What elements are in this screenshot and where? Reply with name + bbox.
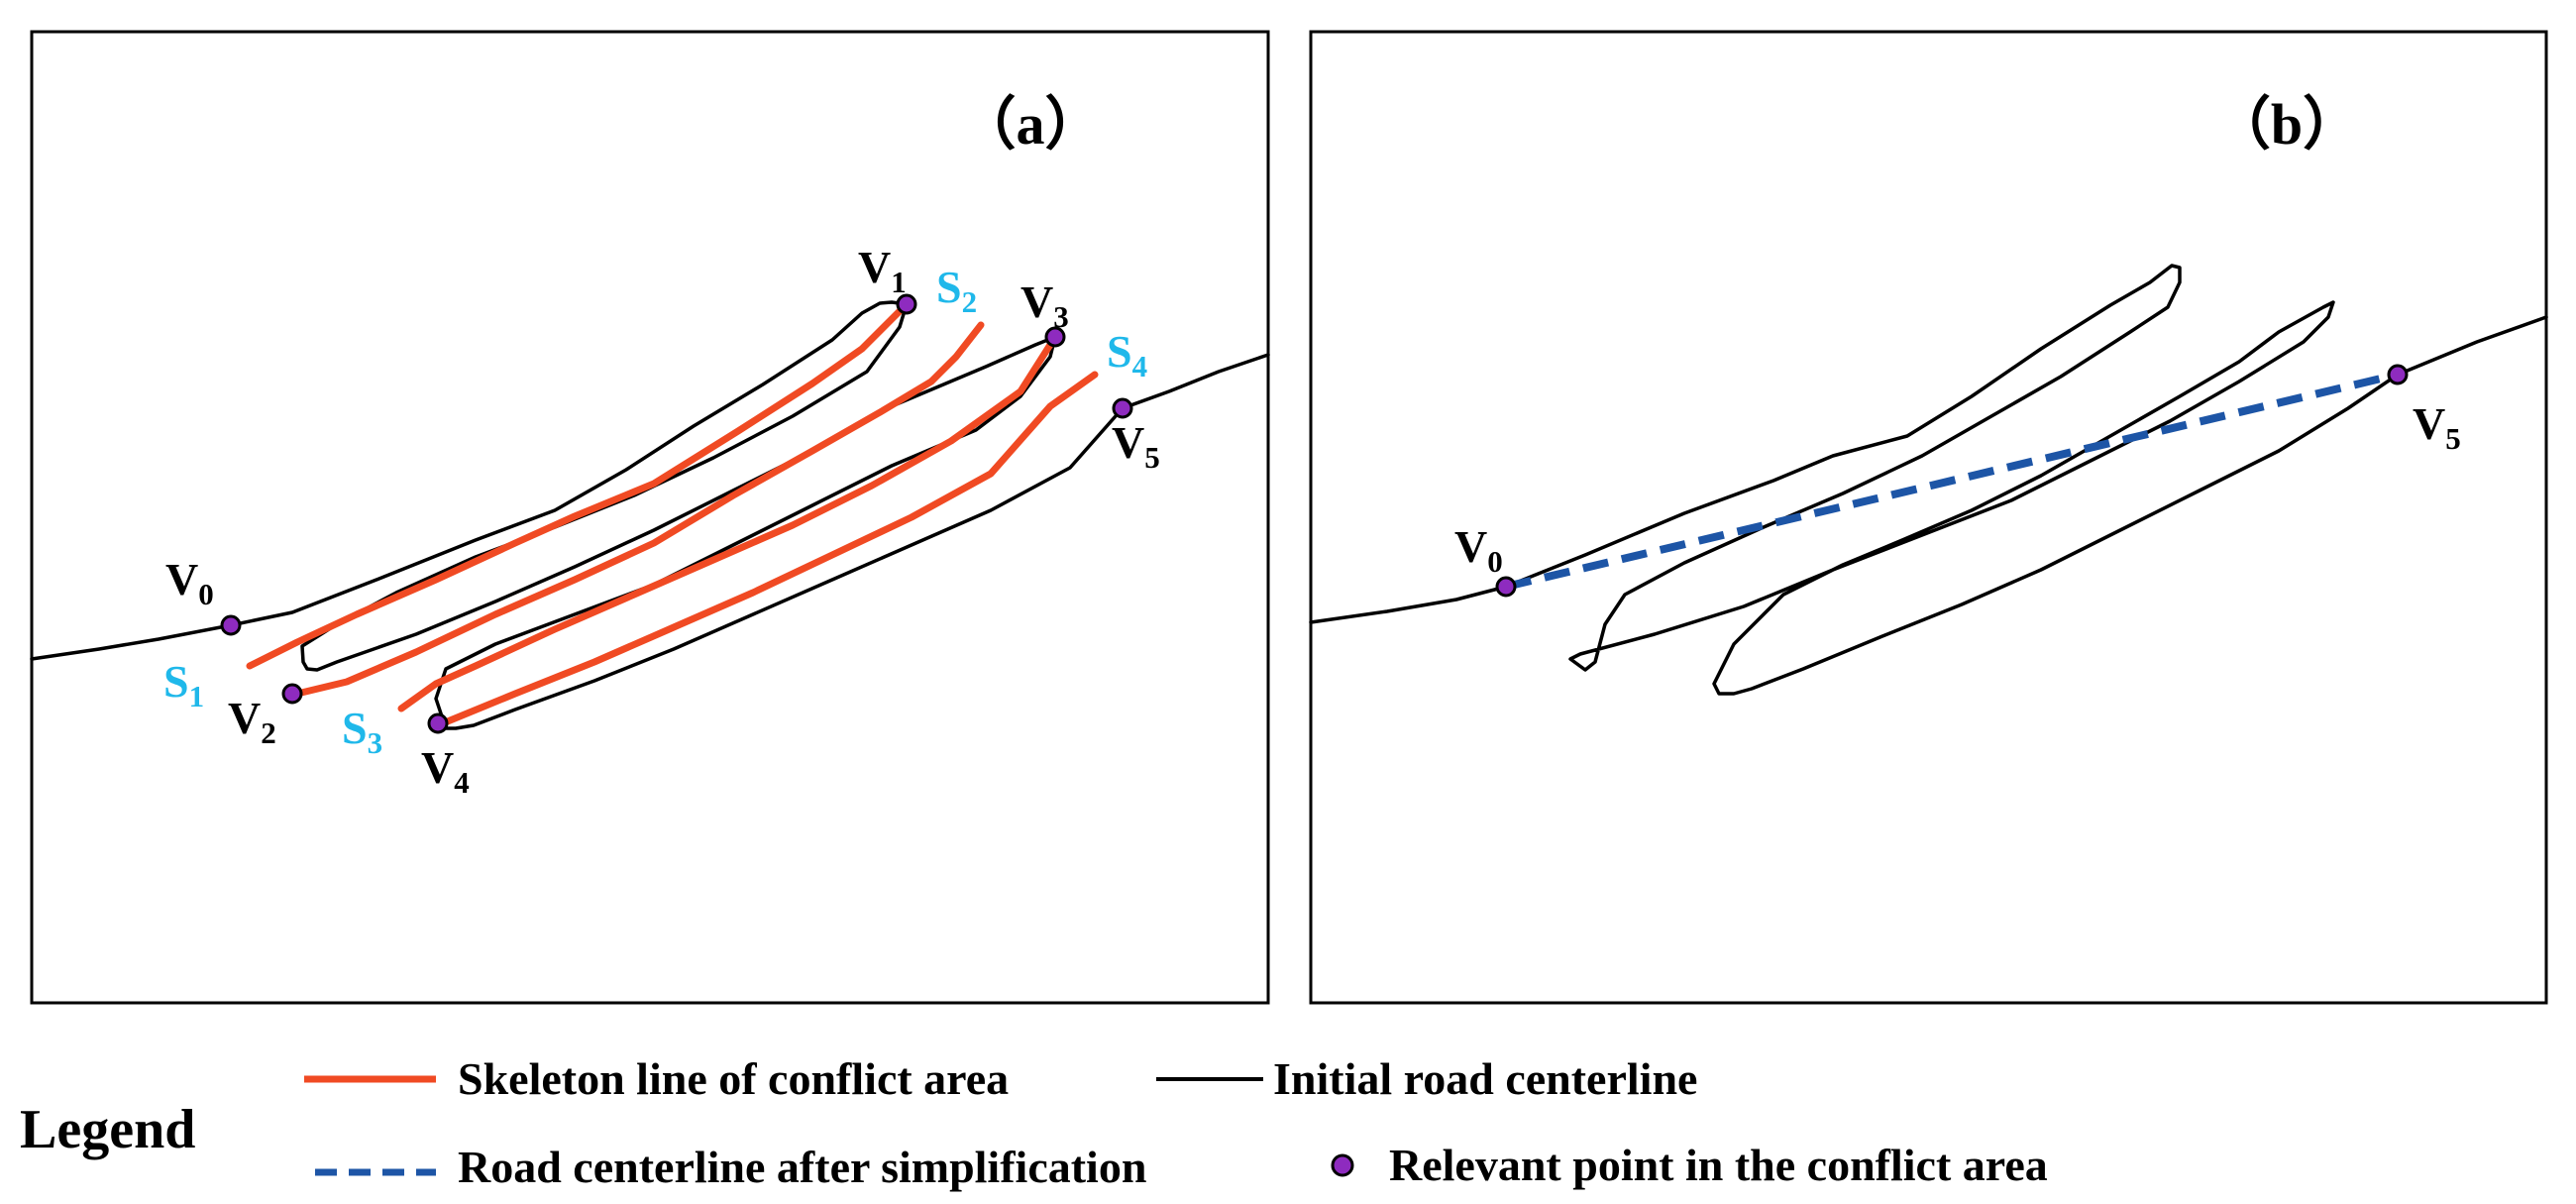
label-v2: V2 [228,693,276,750]
point-v1 [896,293,917,315]
skeleton-line-s3 [397,333,1059,712]
label-v4: V4 [421,742,470,800]
legend-skeleton-label: Skeleton line of conflict area [458,1053,1009,1104]
relevant-points-a [220,293,1133,734]
legend-initial-label: Initial road centerline [1273,1053,1697,1104]
initial-road-centerline-b [1309,264,2548,696]
legend-point-label: Relevant point in the conflict area [1389,1140,2048,1190]
legend-title: Legend [20,1099,195,1160]
point-v4 [427,712,449,734]
skeleton-line-s1 [246,300,911,670]
skeleton-line-s4 [434,371,1099,729]
panel-a: （a） V0 V1 V2 V3 V4 V5 S1 S2 S3 S4 [30,30,1270,1005]
point-v5-a [1112,397,1133,419]
label-v0-a: V0 [165,554,214,611]
legend-point-swatch [1331,1153,1354,1177]
skeleton-line-s2 [293,321,985,698]
simplified-road-centerline [1505,371,2399,591]
label-v3: V3 [1020,276,1069,334]
label-s1: S1 [163,656,204,713]
panel-b-title: （b） [2213,92,2360,157]
label-s4: S4 [1107,326,1147,383]
panel-b: （b） V0 V5 [1309,30,2548,1005]
initial-road-centerline-a [30,300,1270,730]
legend: Legend Skeleton line of conflict area In… [20,1053,2048,1192]
label-v1: V1 [858,242,907,299]
panel-a-title: （a） [958,92,1102,157]
label-v5-b: V5 [2413,398,2461,456]
point-v3 [1044,326,1066,348]
panel-b-frame [1309,30,2548,1005]
point-v0-b [1495,576,1517,598]
point-v0-a [220,614,242,636]
legend-simplified-label: Road centerline after simplification [458,1142,1146,1192]
label-s3: S3 [342,703,382,760]
label-v0-b: V0 [1454,521,1503,579]
skeleton-lines [246,300,1099,729]
panel-a-frame [30,30,1270,1005]
label-v5-a: V5 [1112,417,1160,475]
point-v2 [281,683,303,705]
point-v5-b [2387,364,2409,385]
label-s2: S2 [936,262,977,319]
relevant-points-b [1495,364,2409,598]
